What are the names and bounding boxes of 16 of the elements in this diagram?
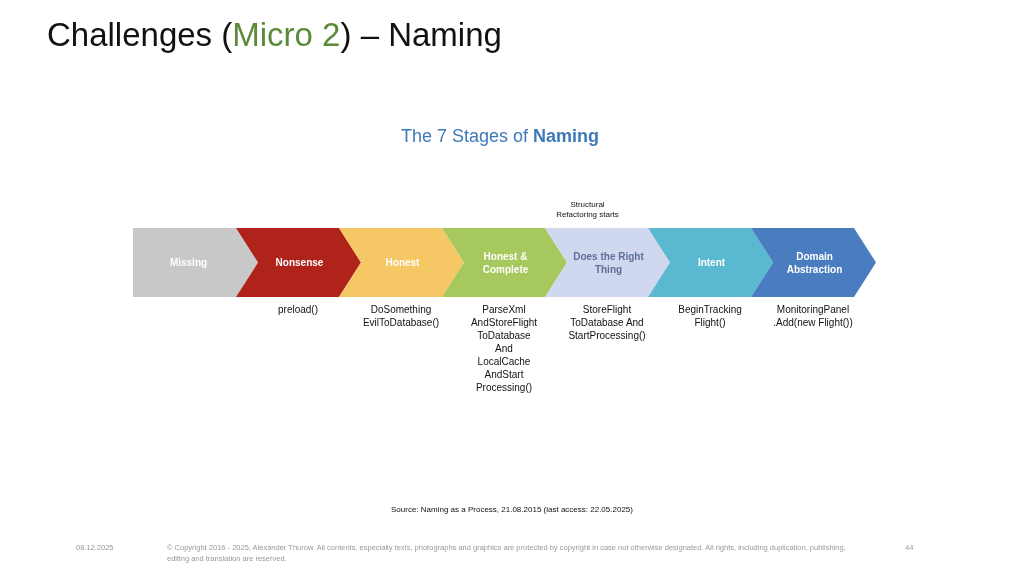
subtitle: The 7 Stages of Naming xyxy=(399,126,601,147)
stage-label: Does the Right Thing xyxy=(572,249,645,276)
code-name: StoreFlight ToDatabase And StartProcessing() xyxy=(568,303,646,342)
note: Structural Refactoring starts xyxy=(555,200,620,221)
stage-label: Honest xyxy=(385,256,420,269)
code-name: preload() xyxy=(278,303,318,316)
source-note: Source: Naming as a Process, 21.08.2015 (last access: 22.05.2025) xyxy=(390,505,634,514)
stage-label: Domain Abstraction xyxy=(785,249,844,276)
code-name: ParseXml AndStoreFlight ToDatabase And LocalCache AndStart Processing() xyxy=(470,303,538,394)
stage-label: Intent xyxy=(697,256,726,269)
code-name: MonitoringPanel .Add(new Flight()) xyxy=(772,303,854,329)
stage-label: Honest & Complete xyxy=(481,249,530,276)
code-name: DoSomething EvilToDatabase() xyxy=(362,303,440,329)
stage-label: Nonsense xyxy=(275,256,324,269)
code-name: BeginTracking Flight() xyxy=(678,303,742,329)
slide-title: Challenges (Micro 2) – Naming xyxy=(47,16,502,54)
